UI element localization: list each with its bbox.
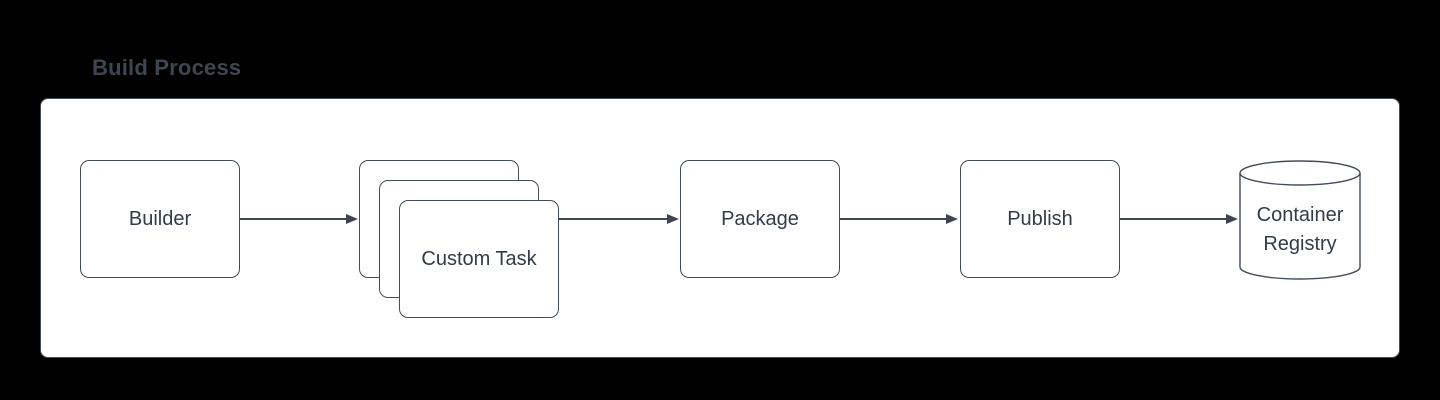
node-publish-label: Publish	[1007, 207, 1073, 230]
node-builder-label: Builder	[128, 207, 192, 230]
arrowhead-icon	[346, 214, 358, 224]
node-builder: Builder	[80, 160, 240, 278]
arrowhead-icon	[1226, 214, 1238, 224]
connector-publish-to-container-registry	[1120, 218, 1228, 220]
diagram-title: Build Process	[92, 55, 242, 80]
node-package-label: Package	[721, 207, 799, 230]
node-container-registry-label: Container Registry	[1256, 204, 1344, 255]
database-cylinder-icon	[1239, 160, 1361, 280]
connector-package-to-publish	[840, 218, 948, 220]
arrowhead-icon	[667, 214, 679, 224]
node-container-registry: Container Registry	[1239, 160, 1361, 280]
connector-builder-to-custom-task	[240, 218, 348, 220]
connector-custom-task-to-package	[559, 218, 669, 220]
arrowhead-icon	[946, 214, 958, 224]
node-custom-task: Custom Task	[399, 200, 559, 318]
node-publish: Publish	[960, 160, 1120, 278]
node-custom-task-label: Custom Task	[421, 247, 537, 270]
node-package: Package	[680, 160, 840, 278]
